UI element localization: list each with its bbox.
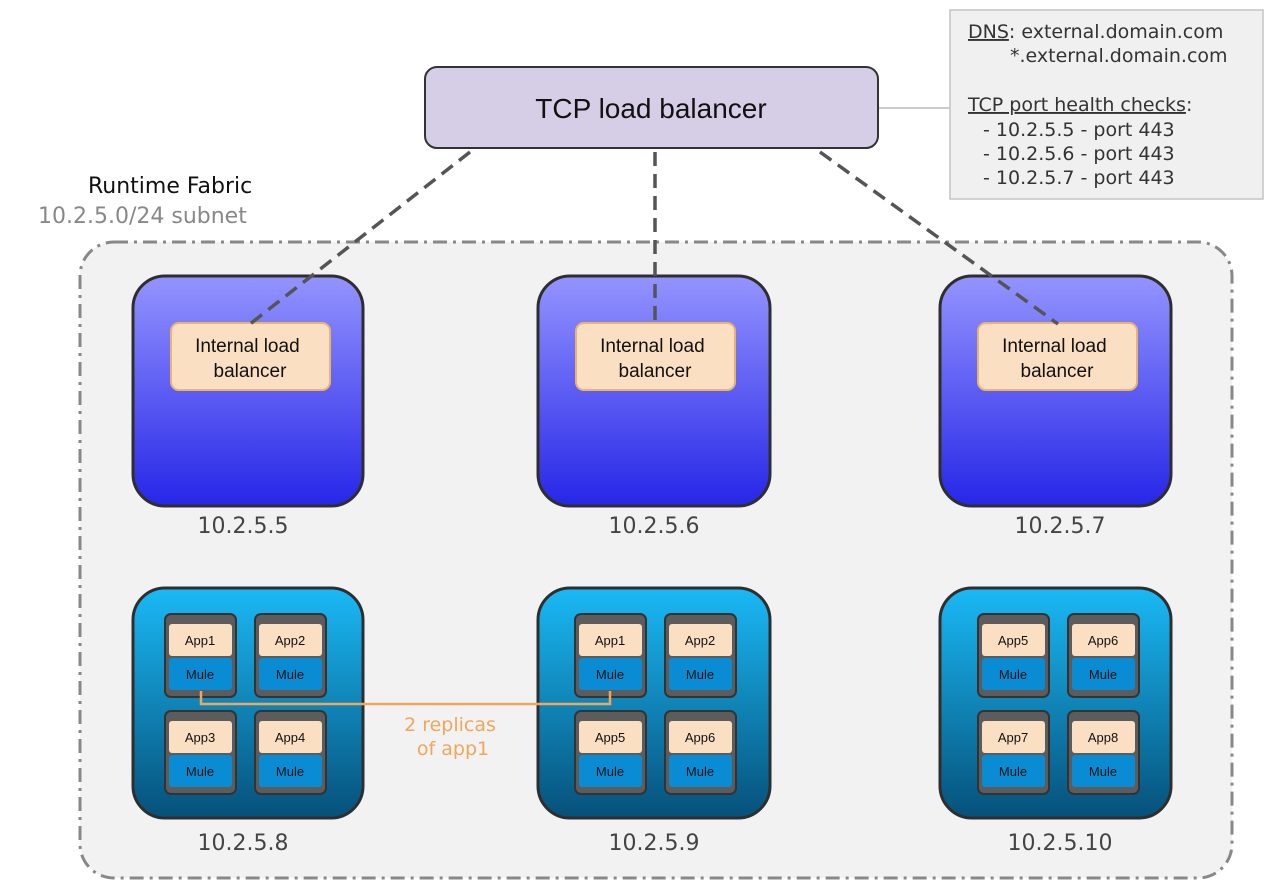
node-ip-label: 10.2.5.6 [609,514,700,539]
runtime-label: Mule [596,667,624,682]
health-check-item: - 10.2.5.7 - port 443 [983,167,1175,189]
dns-primary: external.domain.com [1021,21,1223,43]
runtime-label: Mule [276,667,304,682]
app-label: App2 [275,633,305,648]
runtime-label: Mule [1089,667,1117,682]
dns-wildcard: *.external.domain.com [1010,45,1228,67]
internal-load-balancer-label: Internal load balancer [600,336,710,382]
tcp-load-balancer [424,66,879,149]
runtime-label: Mule [186,764,214,779]
runtime-label: Mule [276,764,304,779]
controller-node-2: Internal load balancer 10.2.5.6 [536,274,772,539]
runtime-label: Mule [596,764,624,779]
internal-load-balancer-label: Internal load balancer [195,336,305,382]
app-label: App6 [685,730,715,745]
app-container: App5 Mule [977,613,1050,698]
app-label: App2 [685,633,715,648]
worker-node-1: App1 Mule App2 Mule App3 Mule App4 Mule … [131,586,365,856]
node-ip-label: 10.2.5.7 [1015,514,1106,539]
app-label: App5 [998,633,1028,648]
app-container: App8 Mule [1067,710,1140,795]
runtime-label: Mule [1089,764,1117,779]
runtime-label: Mule [686,764,714,779]
app-container: App6 Mule [1067,613,1140,698]
app-container: App7 Mule [977,710,1050,795]
internal-load-balancer-label: Internal load balancer [1002,336,1112,382]
app-label: App5 [595,730,625,745]
connection-line [818,150,1060,326]
worker-node-3: App5 Mule App6 Mule App7 Mule App8 Mule … [938,586,1173,856]
controller-node-1: Internal load balancer 10.2.5.5 [131,274,365,539]
health-check-item: - 10.2.5.6 - port 443 [983,143,1175,165]
internal-load-balancer [575,322,736,391]
replica-note: 2 replicas of app1 [404,714,502,760]
node-ip-label: 10.2.5.10 [1008,831,1113,856]
info-box [949,9,1264,200]
app-container: App1 Mule [574,613,647,698]
node-ip-label: 10.2.5.5 [198,514,289,539]
runtime-label: Mule [999,667,1027,682]
node-ip-label: 10.2.5.8 [198,831,289,856]
app-container: App6 Mule [664,710,737,795]
node-ip-label: 10.2.5.9 [609,831,700,856]
app-label: App7 [998,730,1028,745]
app-container: App3 Mule [164,710,237,795]
app-container: App4 Mule [254,710,327,795]
app-label: App1 [595,633,625,648]
internal-load-balancer [170,322,331,391]
runtime-label: Mule [686,667,714,682]
app-label: App4 [275,730,305,745]
app-container: App1 Mule [164,613,237,698]
app-label: App3 [185,730,215,745]
tcp-load-balancer-label: TCP load balancer [535,93,766,124]
app-container: App2 Mule [254,613,327,698]
controller-node-3: Internal load balancer 10.2.5.7 [938,274,1173,539]
app-label: App8 [1088,730,1118,745]
app-container: App2 Mule [664,613,737,698]
app-container: App5 Mule [574,710,647,795]
health-checks-label: TCP port health checks [967,94,1186,116]
tcp-connections [248,150,1060,326]
fabric-title: Runtime Fabric [88,174,252,199]
replica-connector [199,691,612,706]
app-label: App1 [185,633,215,648]
runtime-label: Mule [186,667,214,682]
app-label: App6 [1088,633,1118,648]
dns-label: DNS [968,21,1009,43]
fabric-subnet: 10.2.5.0/24 subnet [38,204,247,229]
health-check-item: - 10.2.5.5 - port 443 [983,119,1175,141]
connection-line [248,150,472,326]
info-box-text: DNS: external.domain.com *.external.doma… [967,21,1234,189]
runtime-label: Mule [999,764,1027,779]
worker-node-2: App1 Mule App2 Mule App5 Mule App6 Mule … [536,586,772,856]
